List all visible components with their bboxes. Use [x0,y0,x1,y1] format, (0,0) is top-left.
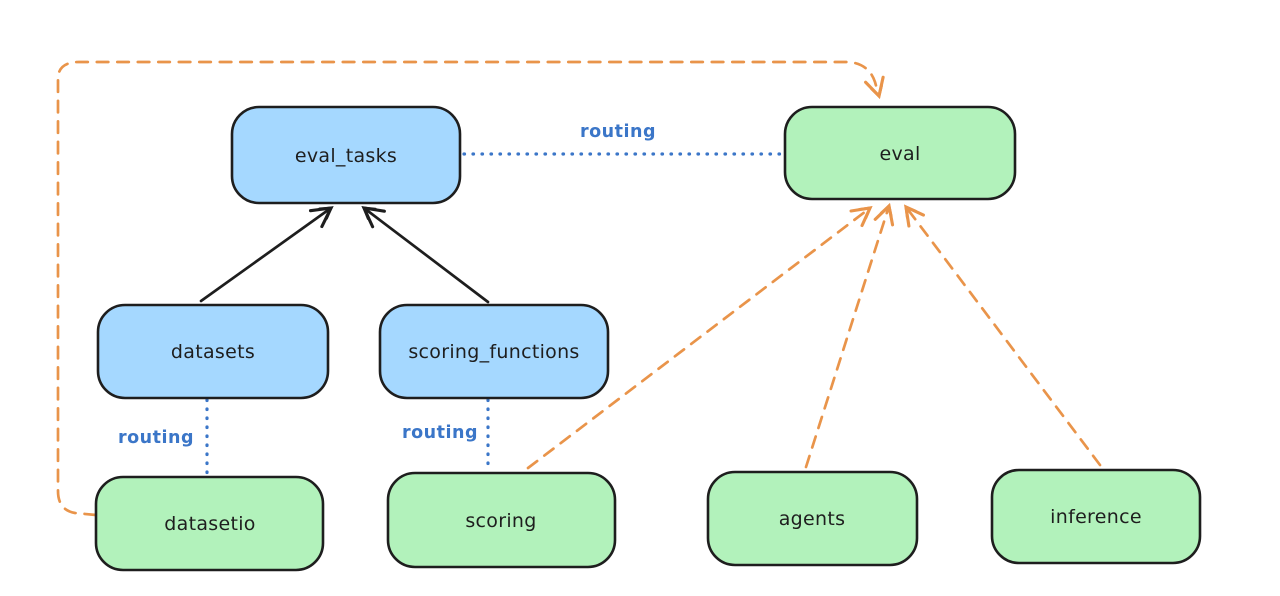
routing-label-top: routing [580,122,656,142]
node-inference [990,468,1202,565]
node-scoring-functions [378,303,610,400]
routing-label-datasets: routing [118,428,194,448]
node-label-inference: inference [1050,506,1142,528]
node-datasetio [94,475,325,572]
node-label-scoring-functions: scoring_functions [408,341,579,363]
edge-agents-to-eval [804,202,895,469]
blue-nodes [96,105,610,400]
node-label-agents: agents [779,508,846,530]
routing-labels: routing routing routing [118,122,656,448]
node-label-eval-tasks: eval_tasks [295,145,397,167]
node-label-eval: eval [879,143,920,165]
green-nodes [94,105,1202,572]
edge-datasetio-to-eval [56,60,885,517]
node-eval [783,105,1017,201]
node-label-datasetio: datasetio [164,513,255,535]
edge-inference-to-eval [904,204,1102,467]
edge-scoring-to-eval [526,206,873,470]
node-labels: eval_tasks eval datasets scoring_functio… [164,143,1142,535]
node-scoring [386,471,617,569]
nodes [94,105,1202,572]
routing-dotted-edges [205,152,785,476]
edge-scoring-functions-to-eval-tasks [361,206,490,304]
orange-dashed-edges [56,60,1102,517]
edge-datasets-to-eval-tasks [199,206,334,303]
node-eval-tasks [230,105,462,205]
routing-label-scoring: routing [402,423,478,443]
node-label-datasets: datasets [171,341,255,363]
node-label-scoring: scoring [465,510,536,532]
node-agents [706,470,919,567]
black-arrow-edges [199,206,490,304]
node-datasets [96,303,330,400]
